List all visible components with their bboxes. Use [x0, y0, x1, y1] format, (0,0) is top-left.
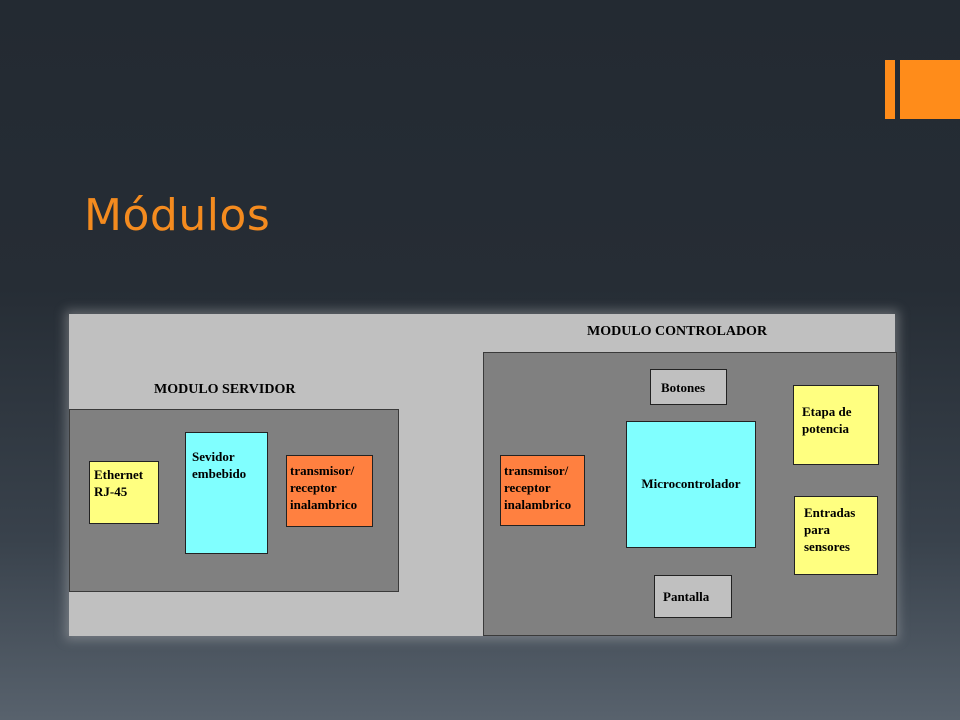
slide-title: Módulos: [84, 190, 271, 241]
botones-block: Botones: [650, 369, 727, 405]
accent-bar-wide: [900, 60, 960, 119]
servidor-module-label: MODULO SERVIDOR: [154, 382, 296, 397]
servidor-transmisor-block: transmisor/ receptor inalambrico: [286, 455, 373, 527]
entradas-sensores-block: Entradas para sensores: [794, 496, 878, 575]
accent-bar-thin: [885, 60, 895, 119]
controlador-transmisor-block: transmisor/ receptor inalambrico: [500, 455, 585, 526]
microcontrolador-block: Microcontrolador: [626, 421, 756, 548]
etapa-potencia-block: Etapa de potencia: [793, 385, 879, 465]
sevidor-embebido-block: Sevidor embebido: [185, 432, 268, 554]
servidor-module-box: Ethernet RJ-45 Sevidor embebido transmis…: [69, 409, 399, 592]
ethernet-block: Ethernet RJ-45: [89, 461, 159, 524]
pantalla-block: Pantalla: [654, 575, 732, 618]
module-diagram: MODULO SERVIDOR Ethernet RJ-45 Sevidor e…: [69, 314, 897, 636]
controlador-module-box: Botones Microcontrolador transmisor/ rec…: [483, 352, 897, 636]
controlador-module-label: MODULO CONTROLADOR: [587, 324, 768, 339]
